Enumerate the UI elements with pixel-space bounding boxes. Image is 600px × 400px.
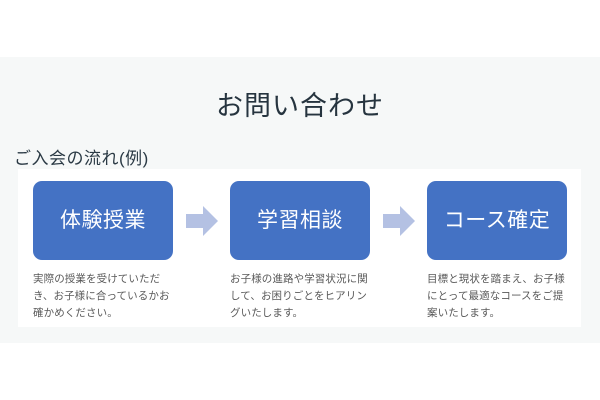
flow-step-1-box[interactable]: 体験授業 bbox=[33, 181, 173, 260]
flow-steps-row: 体験授業 実際の授業を受けていただき、お子様に合っているかお確かめください。 学… bbox=[18, 169, 581, 327]
arrow-right-icon bbox=[383, 206, 415, 236]
flow-step-2[interactable]: 学習相談 お子様の進路や学習状況に関して、お困りごとをヒアリングいたします。 bbox=[230, 181, 370, 333]
flow-step-3-label: コース確定 bbox=[443, 209, 551, 232]
flow-step-2-description: お子様の進路や学習状況に関して、お困りごとをヒアリングいたします。 bbox=[230, 273, 368, 319]
flow-step-3[interactable]: コース確定 目標と現状を踏まえ、お子様にとって最適なコースをご提案いたします。 bbox=[427, 181, 567, 333]
flow-step-1-label: 体験授業 bbox=[60, 209, 146, 232]
flow-step-1-description: 実際の授業を受けていただき、お子様に合っているかお確かめください。 bbox=[33, 273, 170, 319]
flow-step-3-box[interactable]: コース確定 bbox=[427, 181, 567, 260]
section-subtitle: ご入会の流れ(例) bbox=[14, 149, 149, 169]
flow-step-2-box[interactable]: 学習相談 bbox=[230, 181, 370, 260]
flow-card: 体験授業 実際の授業を受けていただき、お子様に合っているかお確かめください。 学… bbox=[18, 169, 581, 327]
flow-step-3-description: 目標と現状を踏まえ、お子様にとって最適なコースをご提案いたします。 bbox=[427, 273, 565, 319]
page-title: お問い合わせ bbox=[216, 91, 384, 122]
arrow-right-icon bbox=[186, 206, 218, 236]
flow-step-2-label: 学習相談 bbox=[257, 209, 343, 232]
flow-step-1[interactable]: 体験授業 実際の授業を受けていただき、お子様に合っているかお確かめください。 bbox=[33, 181, 173, 333]
